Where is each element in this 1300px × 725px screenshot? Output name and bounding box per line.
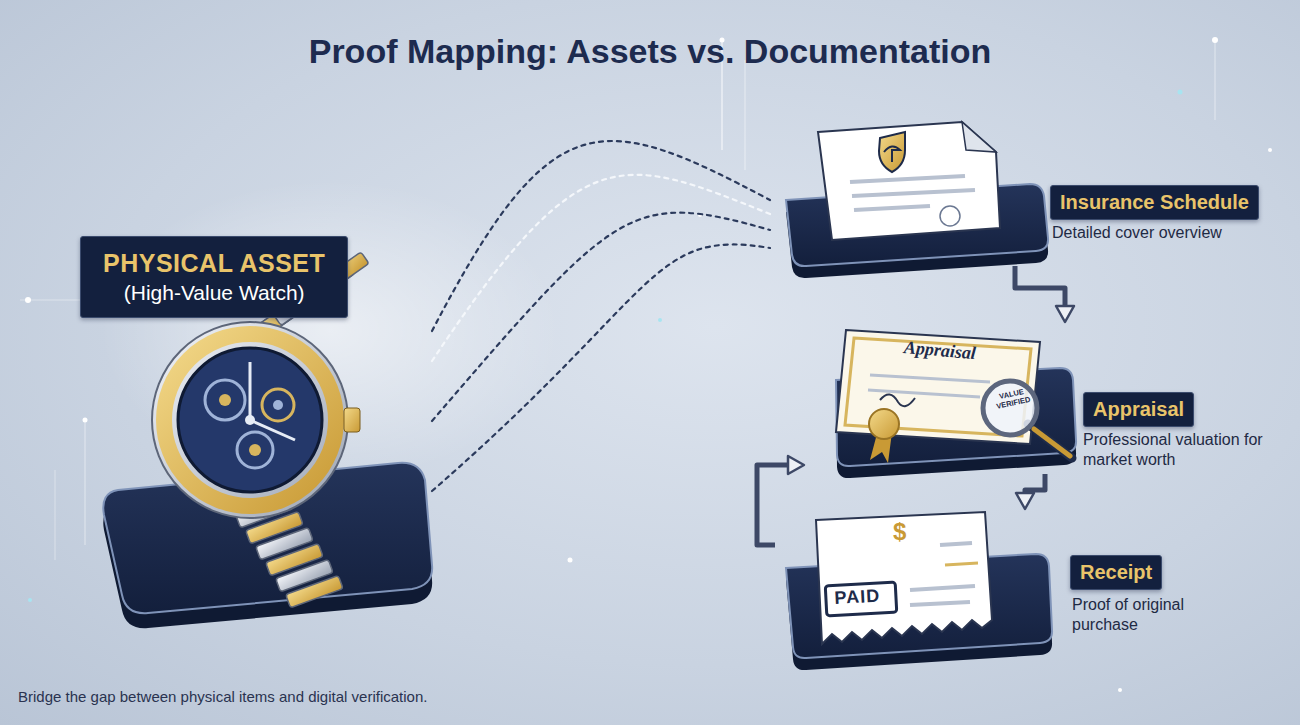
illustration-label: $ [893,518,906,546]
insurance-illustration [786,122,1048,278]
appraisal-illustration [836,330,1076,478]
dotted-link [432,244,770,491]
asset-node: AppraisalProfessional valuation for mark… [800,318,1287,474]
node-heading: Appraisal [1093,398,1184,421]
caption: Bridge the gap between physical items an… [18,688,427,705]
illustration-label: Appraisal [903,337,977,364]
illustration-label: VALUE VERIFIED [990,385,1035,411]
illustration-label: PAID [834,586,881,609]
background-decor [20,37,1272,692]
asset-node: Insurance ScheduleDetailed cover overvie… [770,118,1266,266]
node-description: Professional valuation for market worth [1083,430,1283,470]
dotted-link [432,141,770,331]
node-heading: Insurance Schedule [1060,191,1249,214]
label-box: PHYSICAL ASSET (High-Value Watch) [80,236,348,318]
dotted-link [432,213,770,421]
node-description: Proof of original purchase [1072,595,1232,635]
node-subtitle: (High-Value Watch) [103,281,325,305]
label-box: Appraisal [1083,392,1194,427]
flow-arrow [1015,266,1065,318]
label-box: Insurance Schedule [1050,185,1259,220]
flow-arrow [757,465,800,545]
flow-arrow [1025,474,1045,505]
asset-node: PHYSICAL ASSET (High-Value Watch) [80,236,432,628]
diagram-title: Proof Mapping: Assets vs. Documentation [0,32,1300,71]
bracelet-link [286,575,343,607]
node-heading: Receipt [1080,561,1152,584]
node-description: Detailed cover overview [1052,223,1262,243]
node-heading: PHYSICAL ASSET [103,249,325,278]
receipt-illustration [786,512,1052,670]
label-box: Receipt [1070,555,1162,590]
dotted-link [432,175,770,361]
